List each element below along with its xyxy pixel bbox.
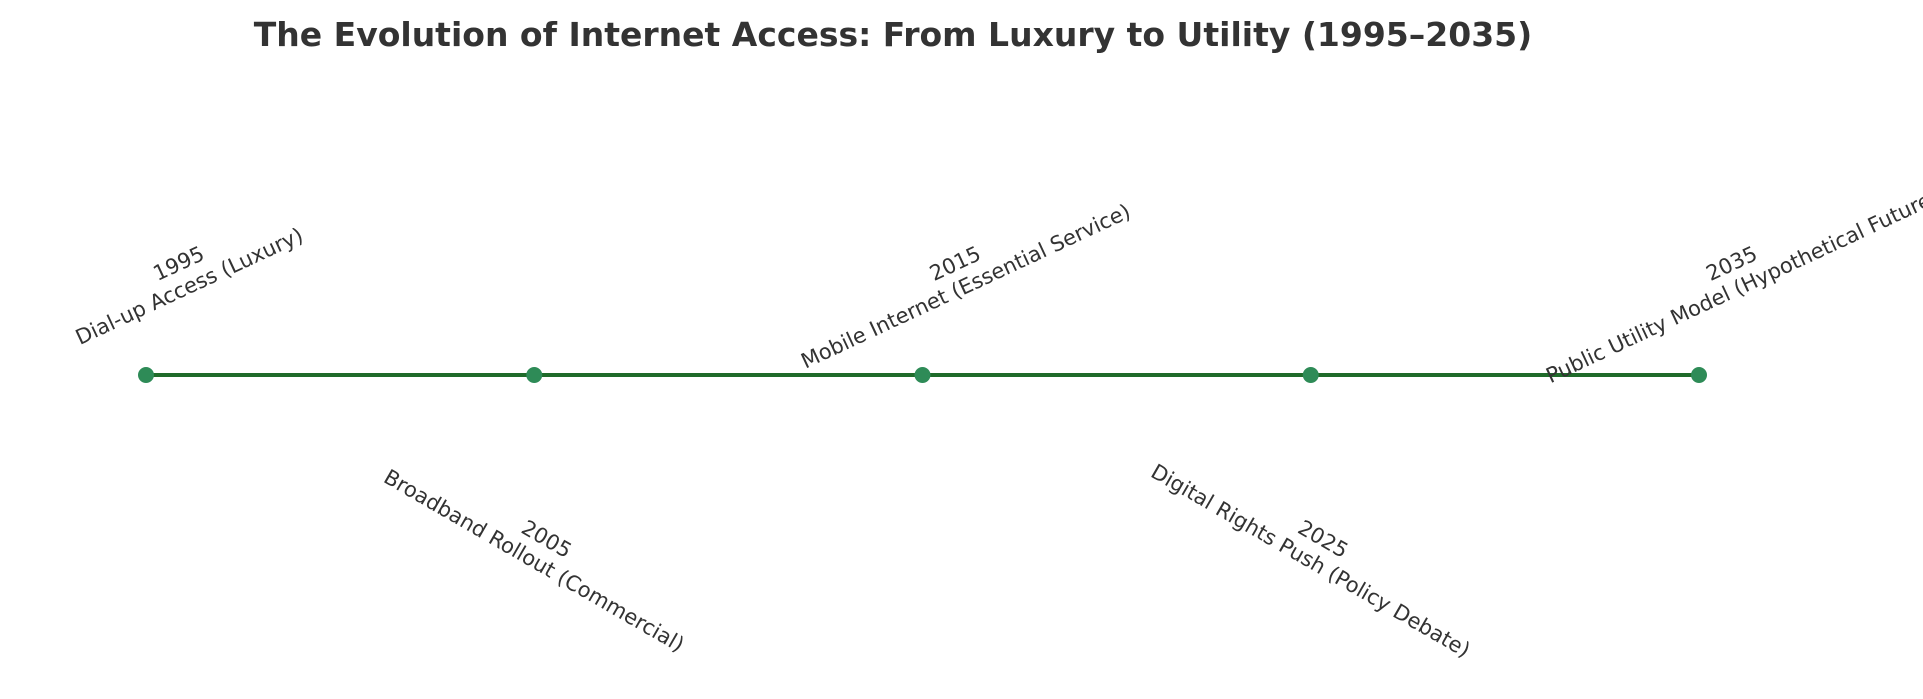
event-label-2005: 2005Broadband Rollout (Commercial) [380,443,701,657]
event-marker-2025 [1302,367,1319,383]
event-description: Digital Rights Push (Policy Debate) [1147,459,1474,662]
event-marker-2035 [1691,367,1707,383]
event-label-2015: 2015Mobile Internet (Essential Service) [787,177,1134,374]
event-label-2025: 2025Digital Rights Push (Policy Debate) [1147,438,1487,663]
event-marker-1995 [138,367,154,383]
event-label-2035: 2035Public Utility Model (Hypothetical F… [1532,162,1923,388]
timeline-events: 1995Dial-up Access (Luxury) 2005Broadband… [61,162,1923,663]
event-marker-2015 [914,367,931,383]
event-label-1995: 1995Dial-up Access (Luxury) [61,200,306,349]
figure-title: The Evolution of Internet Access: From L… [254,15,1532,54]
event-description: Mobile Internet (Essential Service) [797,199,1134,373]
event-description: Dial-up Access (Luxury) [72,223,307,350]
event-description: Broadband Rollout (Commercial) [380,465,688,657]
event-marker-2005 [526,367,543,383]
event-description: Public Utility Model (Hypothetical Futur… [1542,185,1923,389]
